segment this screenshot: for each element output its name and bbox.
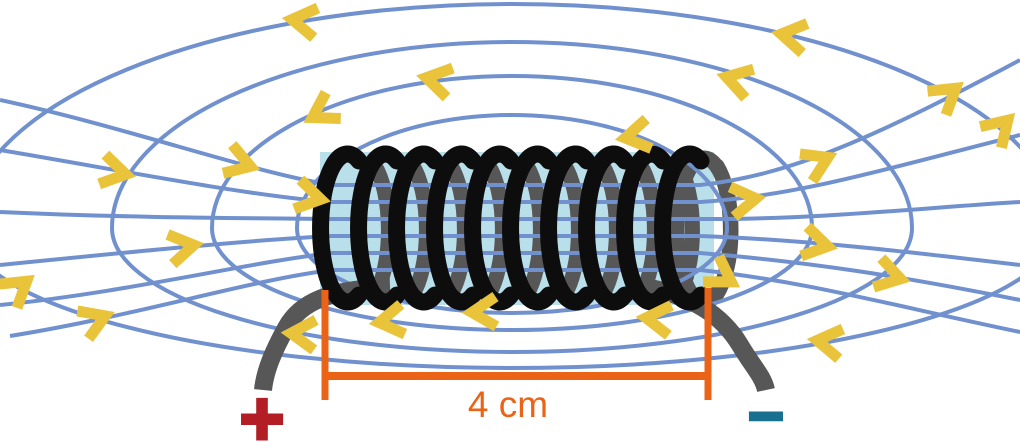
coil-turn-front (616, 145, 672, 311)
field-line (0, 2, 1020, 370)
positive-terminal-label: + (239, 374, 285, 442)
field-direction-arrow (722, 63, 753, 98)
negative-terminal-label: − (748, 382, 784, 442)
coil-turn-front (312, 145, 368, 311)
coil-turn-front (578, 145, 634, 311)
coil-turn-front (540, 145, 596, 311)
positive-lead-wire (254, 278, 391, 392)
coil-turn-front (388, 145, 444, 311)
field-line (0, 234, 1020, 267)
coil-turn-front (426, 145, 482, 311)
field-line (0, 200, 1020, 222)
coil-turn-back (671, 158, 700, 302)
field-direction-arrow (928, 76, 965, 114)
dimension-label: 4 cm (468, 384, 548, 425)
field-line (110, 40, 915, 354)
coil-turn-front (654, 145, 710, 311)
coil-turn-front (350, 145, 406, 311)
dimension-annotation: 4 cm (321, 288, 712, 425)
coil-turn-front (502, 145, 558, 311)
coil-front-turns (312, 145, 710, 311)
